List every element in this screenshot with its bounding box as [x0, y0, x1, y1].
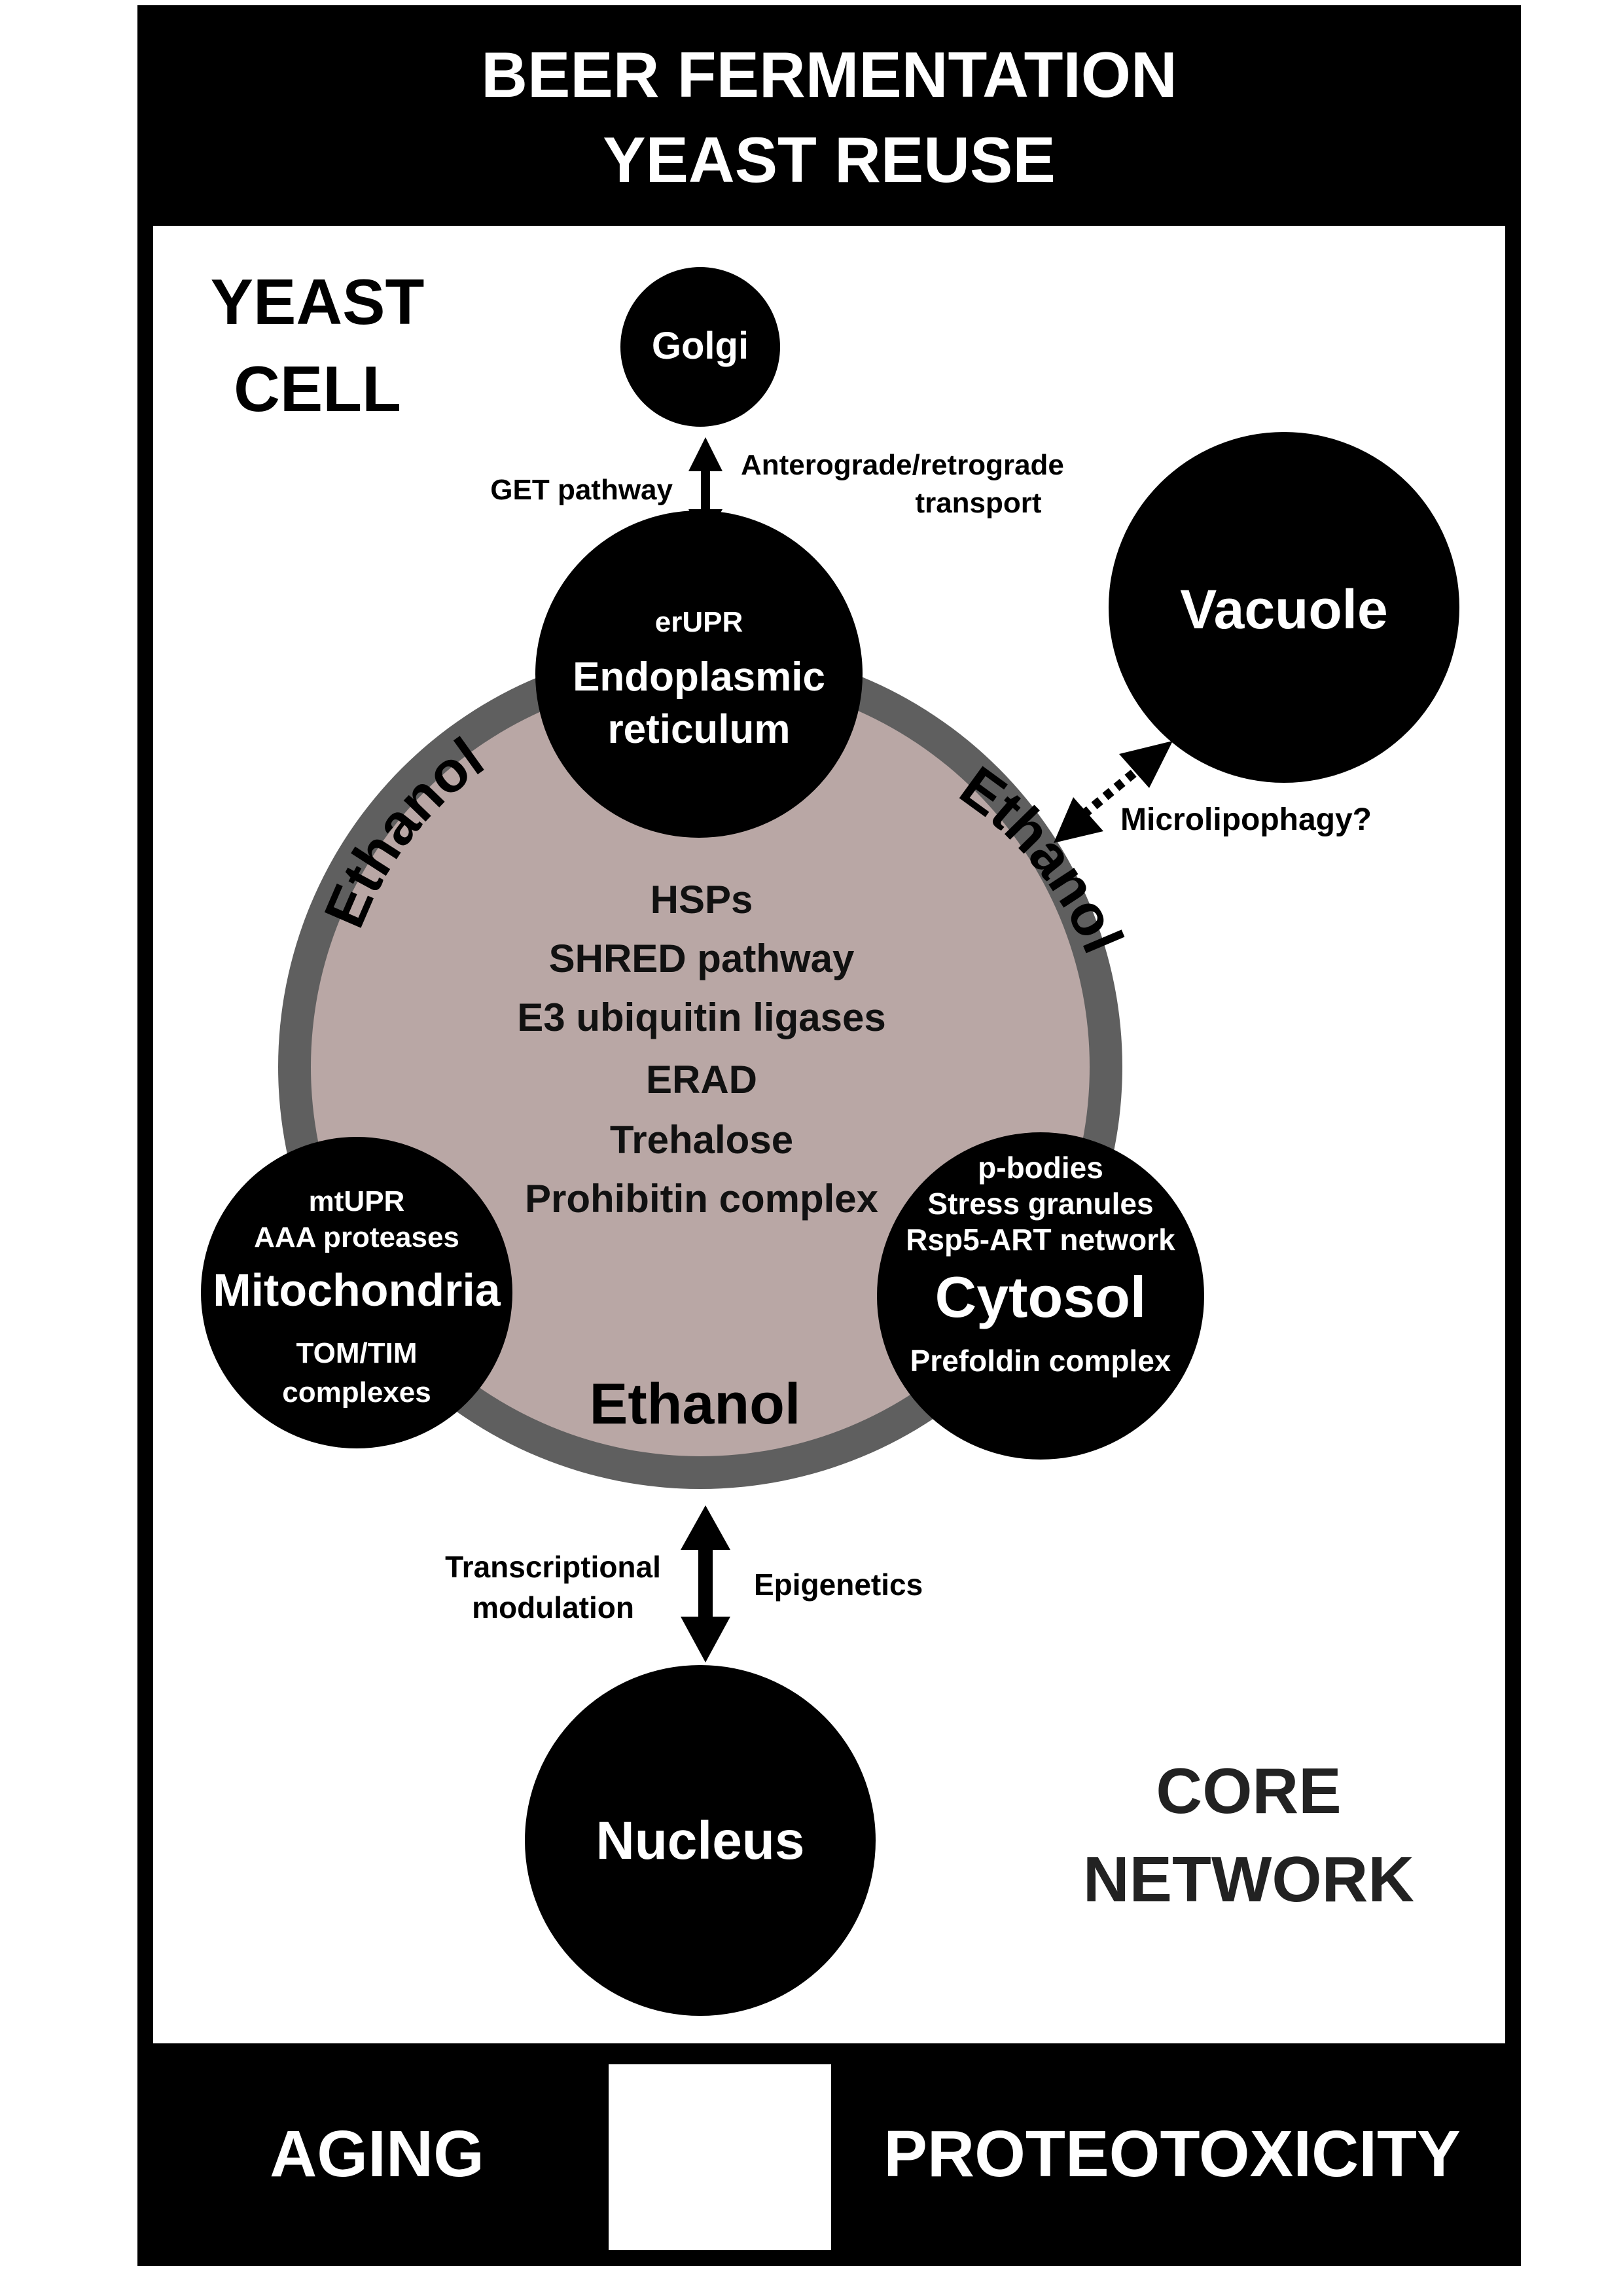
cytosol-node: [877, 1132, 1204, 1460]
golgi-er-arrowhead-up: [688, 437, 722, 471]
cytosol-sub-prefoldin: Prefoldin complex: [910, 1344, 1171, 1378]
nucleus-arrowhead-down: [681, 1617, 730, 1662]
er-name-line2: reticulum: [607, 707, 790, 752]
transcriptional-label-line2: modulation: [472, 1590, 634, 1624]
core-item-erad: ERAD: [646, 1058, 757, 1102]
transcriptional-label-line1: Transcriptional: [445, 1550, 661, 1584]
core-item-trehalose: Trehalose: [610, 1118, 793, 1162]
nucleus-node: [525, 1665, 876, 2016]
vacuole-arrow-dotted-shaft: [1080, 765, 1142, 819]
get-pathway-label: GET pathway: [490, 474, 673, 506]
mito-sub-tom-tim: TOM/TIM: [296, 1337, 418, 1369]
yeast-cell-label-line1: YEAST: [211, 266, 425, 338]
cytosol-tag-rsp5-art: Rsp5-ART network: [906, 1223, 1175, 1257]
nucleus-label: Nucleus: [596, 1811, 805, 1871]
cytosol-tag-stress-granules: Stress granules: [927, 1187, 1153, 1221]
header-title-line1: BEER FERMENTATION: [481, 39, 1177, 111]
er-name-line1: Endoplasmic: [573, 655, 825, 700]
er-tag-erupr: erUPR: [655, 606, 743, 638]
yeast-cell-label-line2: CELL: [234, 353, 401, 425]
epigenetics-label: Epigenetics: [754, 1568, 923, 1602]
footer-connector: [609, 2043, 831, 2064]
er-node: [535, 511, 863, 838]
vacuole-label: Vacuole: [1180, 579, 1388, 640]
cytosol-label: Cytosol: [935, 1265, 1147, 1329]
core-network-label-line2: NETWORK: [1083, 1843, 1414, 1915]
vacuole-arrowhead-lower: [1054, 797, 1103, 843]
proteotoxicity-label: PROTEOTOXICITY: [883, 2117, 1461, 2191]
mitochondria-node: [201, 1137, 512, 1448]
header-title-line2: YEAST REUSE: [603, 124, 1056, 196]
aging-box: [145, 2043, 609, 2258]
transport-label-line2: transport: [915, 487, 1041, 519]
ethanol-label-bottom: Ethanol: [590, 1371, 801, 1436]
mito-sub-complexes: complexes: [282, 1376, 431, 1408]
core-item-e3-ligases: E3 ubiquitin ligases: [517, 996, 885, 1039]
vacuole-arrowhead-upper: [1119, 741, 1173, 788]
mitochondria-label: Mitochondria: [213, 1265, 501, 1316]
aging-label: AGING: [270, 2117, 484, 2191]
mito-tag-mtupr: mtUPR: [309, 1185, 405, 1217]
vacuole-node: [1109, 432, 1459, 783]
microlipophagy-label: Microlipophagy?: [1120, 802, 1372, 837]
core-item-prohibitin: Prohibitin complex: [525, 1177, 878, 1221]
core-item-hsps: HSPs: [651, 878, 753, 922]
core-network-label-line1: CORE: [1156, 1755, 1341, 1827]
core-item-shred: SHRED pathway: [549, 937, 855, 980]
transport-label-line1: Anterograde/retrograde: [741, 449, 1064, 481]
proteotoxicity-box: [831, 2043, 1513, 2258]
nucleus-arrowhead-up: [681, 1505, 730, 1550]
cytosol-tag-p-bodies: p-bodies: [978, 1151, 1103, 1185]
header-banner: [145, 13, 1513, 226]
golgi-label: Golgi: [652, 325, 749, 367]
mito-tag-aaa-proteases: AAA proteases: [254, 1221, 459, 1253]
golgi-node: [620, 267, 780, 427]
